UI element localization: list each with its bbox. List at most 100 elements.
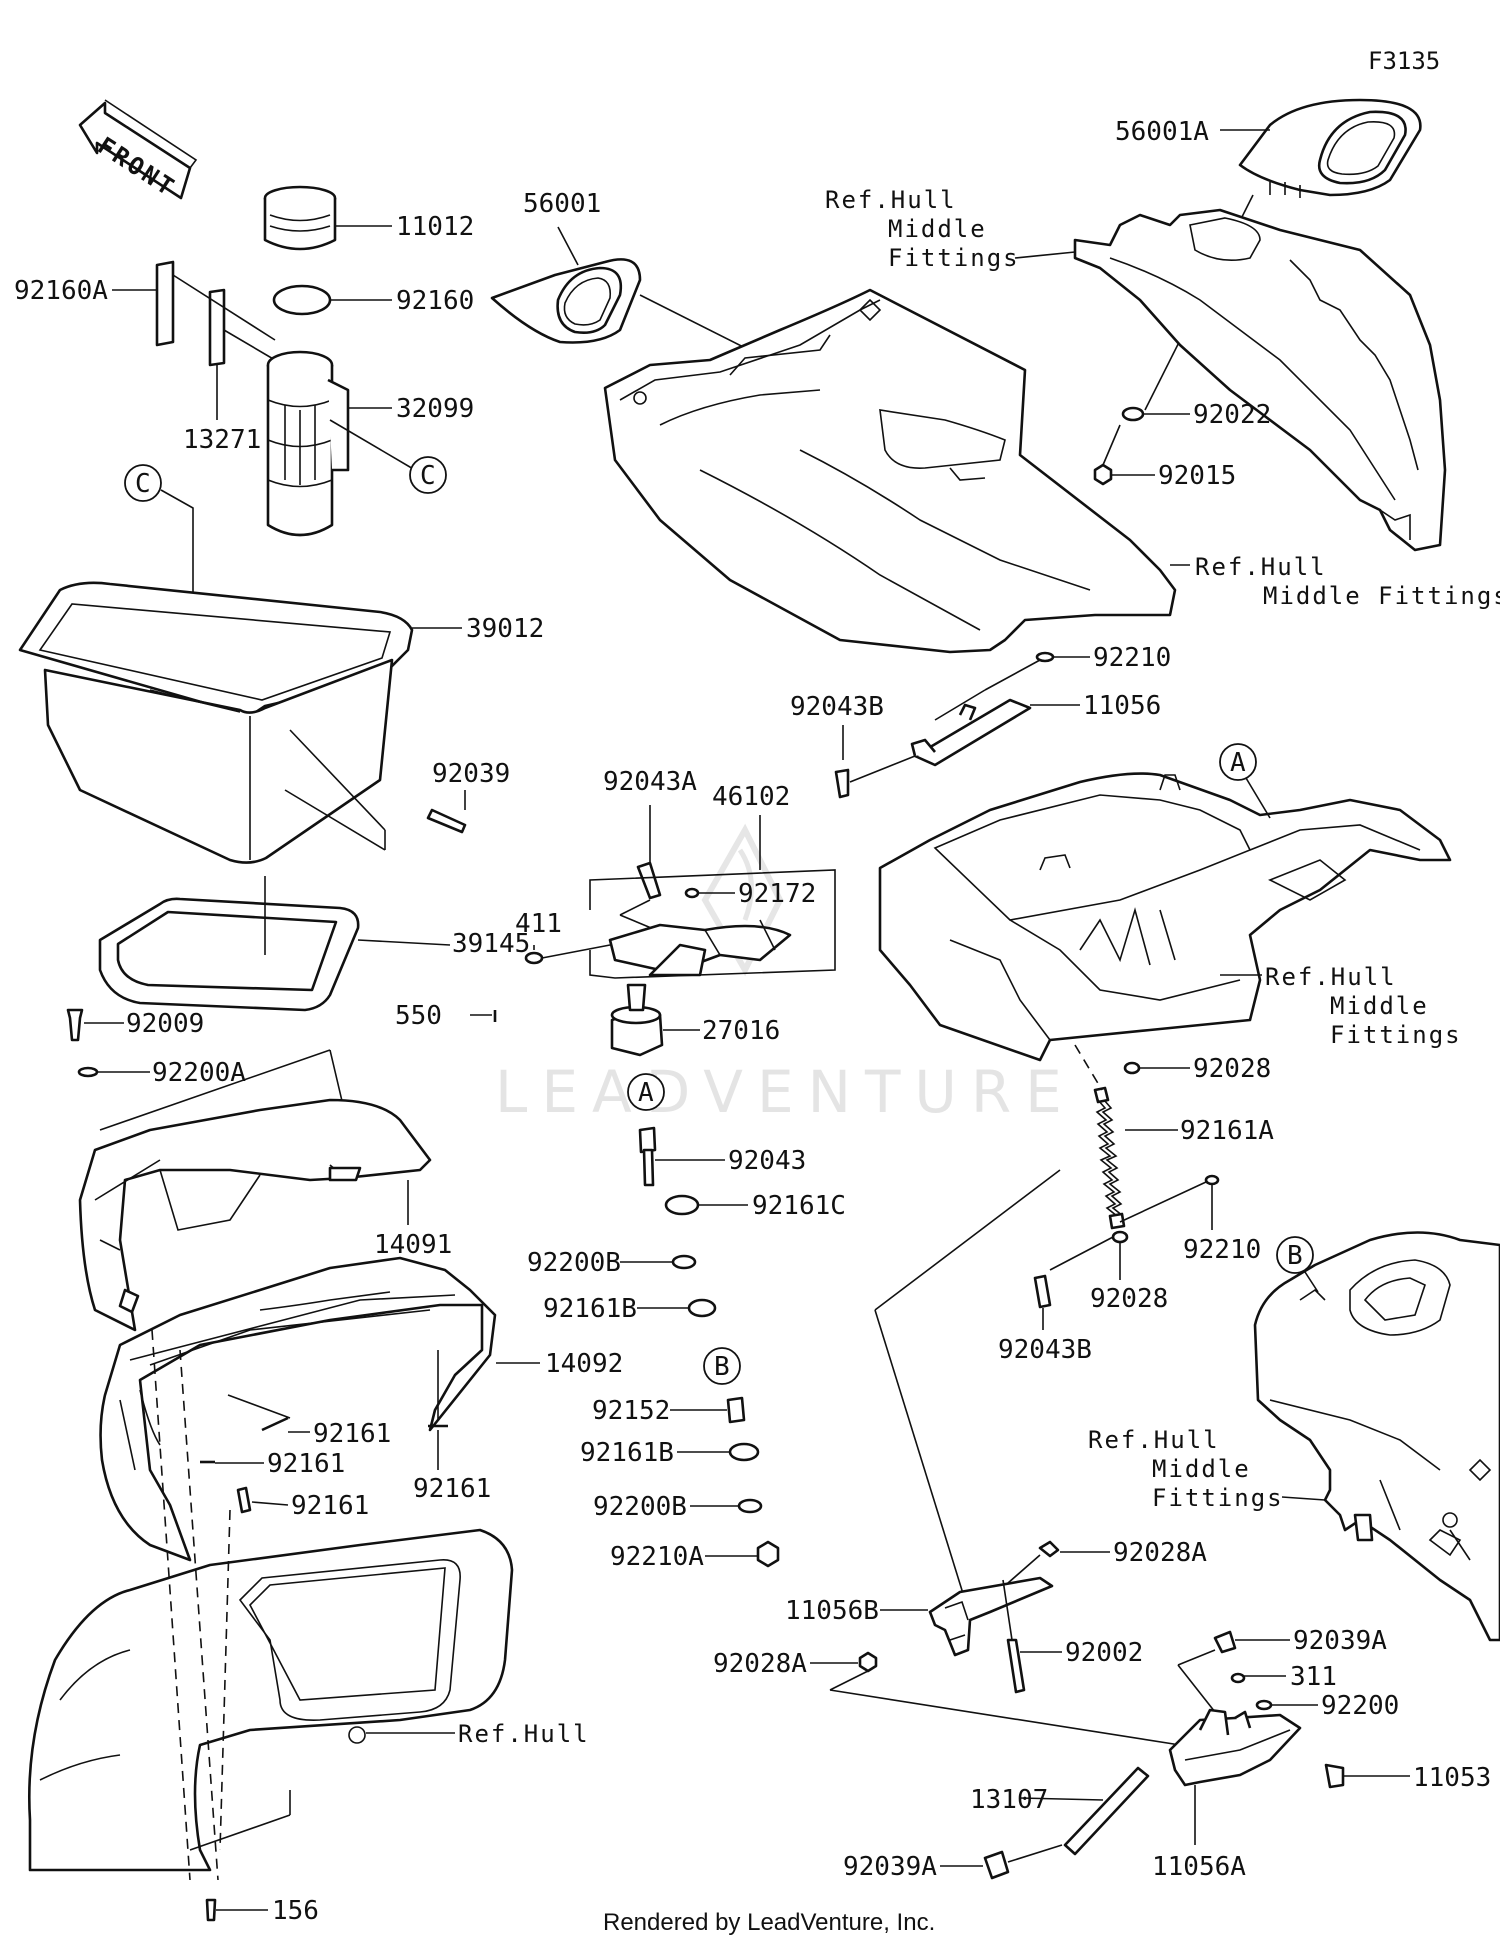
plate-13271 bbox=[208, 288, 226, 367]
label-311: 311 bbox=[1290, 1662, 1337, 1692]
collar-92152 bbox=[726, 1396, 746, 1424]
callout-a-top-letter: A bbox=[1230, 748, 1246, 778]
label-92039A-bottom: 92039A bbox=[843, 1852, 937, 1882]
bolt-92002 bbox=[1006, 1638, 1026, 1694]
label-92152: 92152 bbox=[592, 1396, 670, 1426]
washer-92022 bbox=[1121, 406, 1145, 422]
label-14092: 14092 bbox=[545, 1349, 623, 1379]
label-11053: 11053 bbox=[1413, 1763, 1491, 1793]
bolt-92043B-top bbox=[834, 768, 850, 799]
ref-hull-mid-c-line3: Fittings bbox=[1330, 1021, 1462, 1049]
label-92043: 92043 bbox=[728, 1146, 806, 1176]
nut-92028A-left bbox=[858, 1651, 878, 1673]
washer-92200B-bottom bbox=[737, 1498, 763, 1514]
label-92172: 92172 bbox=[738, 879, 816, 909]
label-92160A: 92160A bbox=[14, 276, 108, 306]
grommet-92161C bbox=[664, 1194, 700, 1216]
label-92161-c: 92161 bbox=[291, 1491, 369, 1521]
washer-92200 bbox=[1255, 1699, 1273, 1711]
label-411: 411 bbox=[515, 909, 562, 939]
label-92161B-top: 92161B bbox=[543, 1294, 637, 1324]
label-32099: 32099 bbox=[396, 394, 474, 424]
label-92200B-top: 92200B bbox=[527, 1248, 621, 1278]
spring-92161A bbox=[1093, 1086, 1126, 1230]
label-11056: 11056 bbox=[1083, 691, 1161, 721]
o-ring-92160 bbox=[272, 284, 332, 316]
washer-92028-top bbox=[1123, 1061, 1141, 1075]
label-92161-a: 92161 bbox=[313, 1419, 391, 1449]
label-92039: 92039 bbox=[432, 759, 510, 789]
mirror-56001 bbox=[490, 258, 642, 344]
washer-92028A-top bbox=[1038, 1540, 1060, 1558]
label-39012: 39012 bbox=[466, 614, 544, 644]
label-92210-right: 92210 bbox=[1183, 1235, 1261, 1265]
bolt-92039A-top bbox=[1213, 1630, 1237, 1654]
callout-b-center-letter: B bbox=[714, 1352, 730, 1382]
label-92043B-right: 92043B bbox=[998, 1335, 1092, 1365]
label-92002: 92002 bbox=[1065, 1638, 1143, 1668]
washer-92210-right bbox=[1204, 1174, 1220, 1186]
ref-hull-mid-d-line1: Ref.Hull bbox=[1088, 1426, 1220, 1454]
label-92200A: 92200A bbox=[152, 1058, 246, 1088]
ref-hull-mid-b-line2: Middle Fittings bbox=[1263, 582, 1500, 610]
label-92028-top: 92028 bbox=[1193, 1054, 1271, 1084]
cover-14092 bbox=[99, 1256, 497, 1562]
label-27016: 27016 bbox=[702, 1016, 780, 1046]
label-92161A: 92161A bbox=[1180, 1116, 1274, 1146]
fuel-cap-11012 bbox=[263, 185, 337, 251]
cover-14091 bbox=[78, 1098, 432, 1332]
stud-92043 bbox=[638, 1126, 657, 1187]
gasket-39145 bbox=[98, 897, 360, 1012]
nut-92015 bbox=[1093, 463, 1113, 486]
label-92210-top: 92210 bbox=[1093, 643, 1171, 673]
label-92200B-bottom: 92200B bbox=[593, 1492, 687, 1522]
callout-b-right-letter: B bbox=[1287, 1241, 1303, 1271]
washer-411 bbox=[524, 951, 544, 965]
ref-hull-mid-d-line2: Middle bbox=[1152, 1455, 1251, 1483]
hull-middle-fittings-rear bbox=[1253, 1231, 1500, 1642]
footer-credit: Rendered by LeadVenture, Inc. bbox=[603, 1909, 935, 1936]
watermark-text: LEADVENTURE bbox=[495, 1058, 1076, 1126]
label-550: 550 bbox=[395, 1001, 442, 1031]
nut-92210A bbox=[756, 1540, 780, 1568]
pin-92039A-bottom bbox=[983, 1850, 1010, 1880]
hull-deck-front bbox=[27, 1528, 514, 1872]
stopper-11053 bbox=[1324, 1763, 1345, 1789]
label-14091: 14091 bbox=[374, 1230, 452, 1260]
knob-27016 bbox=[610, 983, 664, 1057]
ref-hull-mid-b-line1: Ref.Hull bbox=[1195, 553, 1327, 581]
callout-a-top bbox=[1219, 743, 1257, 781]
filler-neck-32099 bbox=[266, 350, 350, 537]
label-92039A-top: 92039A bbox=[1293, 1626, 1387, 1656]
washer-92200A bbox=[77, 1066, 99, 1078]
label-156: 156 bbox=[272, 1896, 319, 1926]
ref-hull-mid-c-line2: Middle bbox=[1330, 992, 1429, 1020]
bolt-92009 bbox=[66, 1008, 84, 1042]
label-92200: 92200 bbox=[1321, 1691, 1399, 1721]
shaft-13107 bbox=[1063, 1766, 1150, 1856]
hull-middle-fittings-panel bbox=[603, 288, 1177, 654]
label-92028A-top: 92028A bbox=[1113, 1538, 1207, 1568]
ref-hull-mid-a-line3: Fittings bbox=[888, 244, 1020, 272]
label-92161C: 92161C bbox=[752, 1191, 846, 1221]
ref-hull-mid-d-line3: Fittings bbox=[1152, 1484, 1284, 1512]
washer-311 bbox=[1230, 1672, 1246, 1684]
clip-92161-a bbox=[261, 1416, 289, 1432]
label-39145: 39145 bbox=[452, 929, 530, 959]
label-92043B-top: 92043B bbox=[790, 692, 884, 722]
ref-hull-mid-c-line1: Ref.Hull bbox=[1265, 963, 1397, 991]
label-13271: 13271 bbox=[183, 425, 261, 455]
label-92028A-left: 92028A bbox=[713, 1649, 807, 1679]
bolt-92043B-right bbox=[1033, 1274, 1052, 1309]
grommet-92161B-bottom bbox=[728, 1442, 760, 1462]
clip-92161-c bbox=[236, 1486, 252, 1514]
front-arrow: FRONT bbox=[78, 99, 198, 203]
label-56001A: 56001A bbox=[1115, 117, 1209, 147]
pad-92160A bbox=[155, 260, 175, 347]
pin-92172 bbox=[684, 887, 700, 899]
washer-92200B-top bbox=[671, 1254, 697, 1270]
ref-hull-mid-a-line2: Middle bbox=[888, 215, 987, 243]
label-92161-d: 92161 bbox=[413, 1474, 491, 1504]
hull-middle-fittings-right bbox=[1073, 208, 1447, 552]
